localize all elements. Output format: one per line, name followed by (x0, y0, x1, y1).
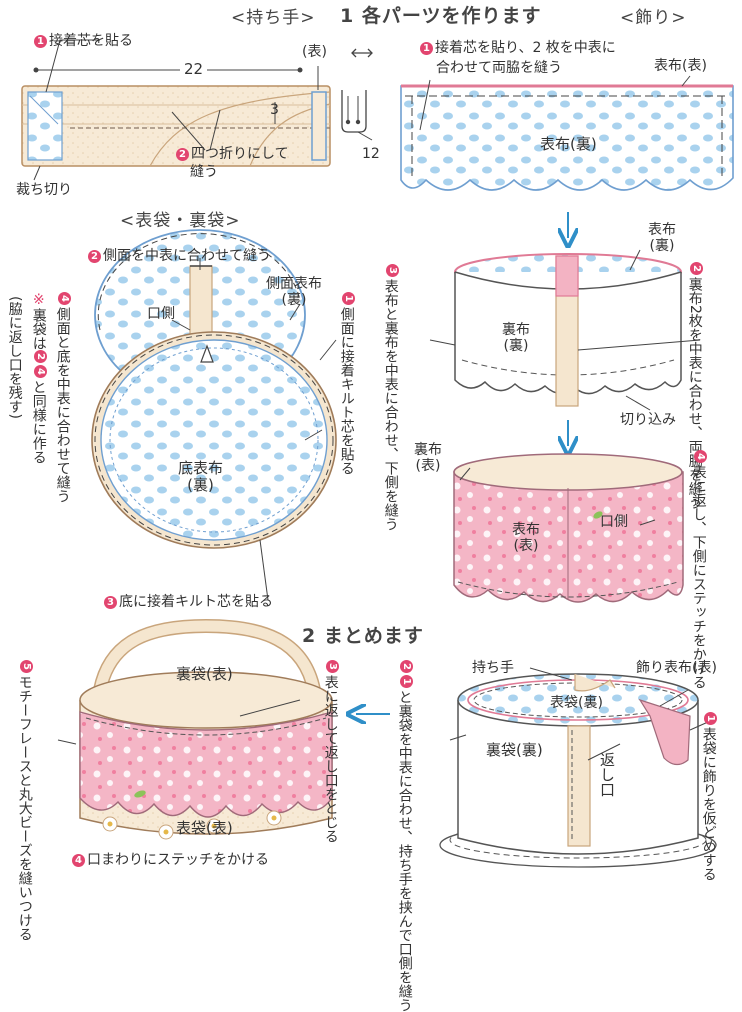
final-step5: 5モチーフレースと丸大ビーズを縫いつける (16, 660, 33, 941)
opening-label-decoration: 口側 (600, 514, 628, 530)
section2-title: 2 まとめます (302, 625, 424, 647)
section1-title: 1 各パーツを作ります (340, 5, 542, 27)
lace-flower-icon (206, 818, 222, 834)
notch-label: 切り込み (620, 412, 676, 428)
finished-bag (57, 618, 333, 840)
bags-step1: 1側面に接着キルト芯を貼る (338, 292, 355, 532)
outer-front-label-2: 表布(表) (512, 522, 540, 555)
outer-front-label: 表布(表) (654, 58, 707, 74)
decoration-front-label: 飾り表布(表) (636, 660, 717, 676)
bags-heading: <表袋・裏袋> (120, 211, 241, 231)
decoration-heading: <飾り> (620, 8, 687, 28)
decoration-step3: 3表布と裏布を中表に合わせ、下側を縫う (382, 264, 399, 531)
decoration-step4: 4表に返し、下側にステッチをかける (690, 450, 707, 689)
assembly-step1: 1表袋に飾りを仮どめする (700, 712, 717, 881)
decoration-finished (453, 453, 684, 603)
bags-note: ※裏袋は24と同様に作る (30, 292, 47, 464)
outer-back-label-2: 表布(裏) (648, 222, 676, 255)
decoration-step2: 2裏布2枚を中表に合わせ、両脇を縫う (686, 262, 703, 510)
lining-front-bag-label: 裏袋(表) (176, 665, 233, 683)
handle-front-label: (表) (302, 44, 327, 60)
handle-heading: <持ち手> (231, 8, 316, 28)
bags-step4: 4側面と底を中表に合わせて縫う (54, 292, 71, 503)
lace-flower-icon (102, 816, 118, 832)
lining-front-label: 裏布(表) (414, 442, 442, 475)
decoration-step1-line2: 合わせて両脇を縫う (436, 60, 562, 76)
side-outer-label: 側面表布(裏) (266, 276, 322, 309)
opening-label-bags: 口側 (147, 306, 175, 322)
dimension-folded: 12 (362, 146, 380, 162)
lining-back-label: 裏布(裏) (502, 322, 530, 355)
assembly-handle-label: 持ち手 (472, 660, 514, 676)
lace-flower-icon (158, 824, 174, 840)
assembly-step2: 21と裏袋を中表に合わせ、持ち手を挟んで口側を縫う (396, 660, 413, 1012)
dimension-length: 22 (180, 60, 208, 79)
handle-strip (21, 39, 373, 181)
inner-back-label: 裏袋(裏) (486, 741, 543, 759)
outer-front-bag-label: 表袋(表) (176, 819, 233, 837)
decoration-panel (400, 75, 734, 191)
lace-flower-icon (266, 810, 282, 826)
outer-back-label: 表布(裏) (540, 135, 597, 153)
decoration-tube (429, 249, 701, 411)
handle-step2-line2: 縫う (190, 164, 218, 180)
assembly-bag (439, 667, 717, 868)
inner-front-label: 表袋(裏) (550, 695, 603, 711)
trim-label: 裁ち切り (16, 182, 72, 198)
dimension-width: 3 (270, 102, 279, 118)
bottom-outer-label: 底表布(裏) (178, 459, 224, 495)
return-opening-label: 返し口 (598, 752, 616, 797)
final-step3: 3表に返して返し口をとじる (322, 660, 339, 843)
bag-parts (91, 229, 337, 601)
illustration (21, 39, 734, 868)
bags-note-sub: (脇に返し口を残す) (6, 296, 23, 419)
